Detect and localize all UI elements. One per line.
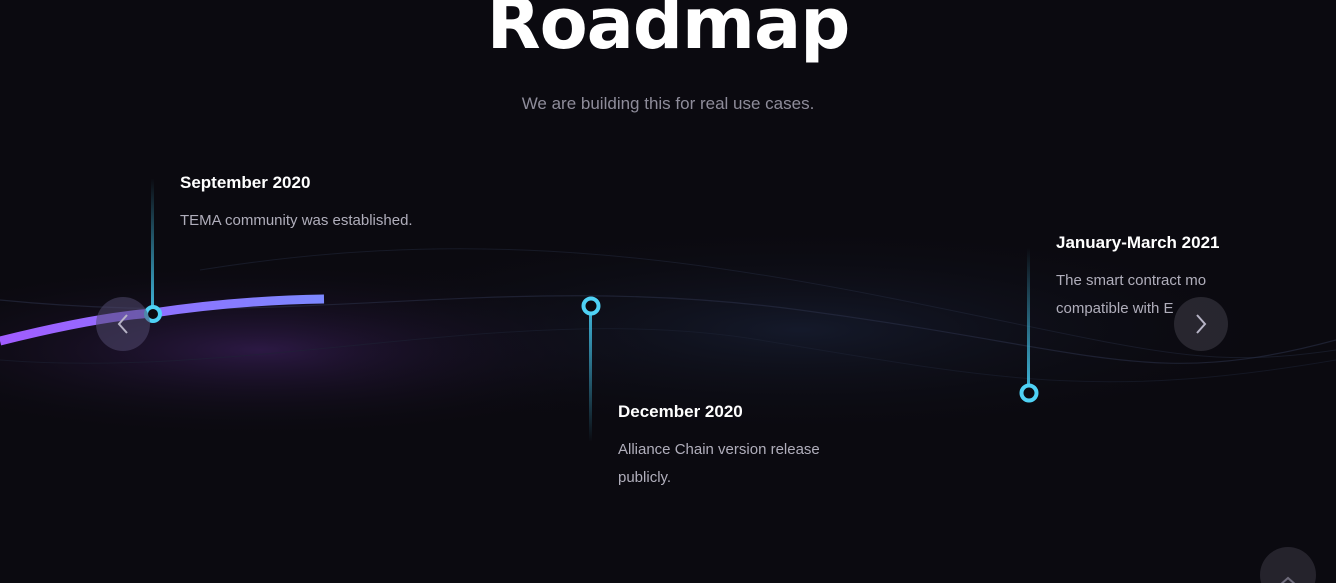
carousel-prev-button[interactable] xyxy=(96,297,150,351)
milestone-date: December 2020 xyxy=(618,402,743,421)
timeline-progress xyxy=(0,294,325,346)
milestone-card-1: September 2020 TEMA community was establ… xyxy=(180,173,480,235)
milestone-marker-2 xyxy=(581,296,601,316)
milestone-date: September 2020 xyxy=(180,173,311,192)
chevron-up-icon xyxy=(1280,576,1296,583)
milestone-description: Alliance Chain version release publicly. xyxy=(618,441,820,486)
milestone-marker-3 xyxy=(1019,383,1039,403)
page-subtitle: We are building this for real use cases. xyxy=(521,94,815,113)
milestone-stem-1 xyxy=(151,178,154,313)
chevron-left-icon xyxy=(117,314,128,334)
milestone-card-2: December 2020 Alliance Chain version rel… xyxy=(618,402,858,492)
milestone-stem-2 xyxy=(589,306,592,442)
milestone-card-3: January-March 2021 The smart contract mo… xyxy=(1056,233,1223,333)
chevron-right-icon xyxy=(1196,314,1207,334)
milestone-description: TEMA community was established. xyxy=(180,212,413,229)
milestone-stem-3 xyxy=(1027,248,1030,392)
carousel-next-button[interactable] xyxy=(1174,297,1228,351)
milestone-date: January-March 2021 xyxy=(1056,233,1220,252)
scroll-to-top-button[interactable] xyxy=(1260,547,1316,583)
milestone-description: The smart contract mo compatible with E xyxy=(1056,272,1207,317)
page-title: Roadmap xyxy=(486,0,851,65)
